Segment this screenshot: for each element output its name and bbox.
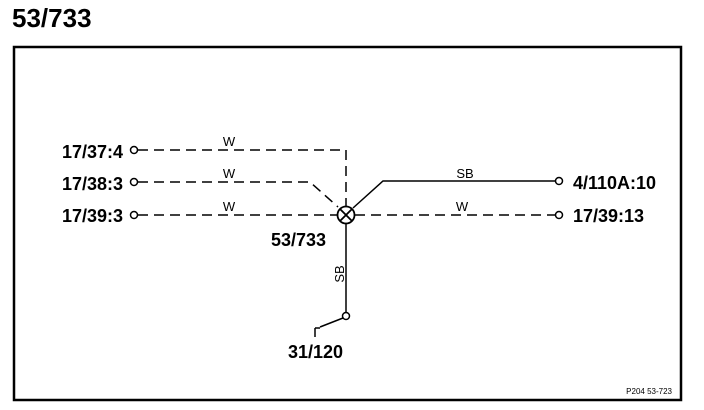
- terminal-label-ground: 31/120: [288, 342, 343, 362]
- wire-color-label-4: SB: [456, 166, 473, 181]
- wire-color-label-5: W: [456, 199, 469, 214]
- terminal-label-17-39-3: 17/39:3: [62, 206, 123, 226]
- terminal-17-39-13: [554, 210, 564, 220]
- reference-code: P204 53-723: [626, 387, 672, 396]
- terminal-17-38-3: [129, 177, 139, 187]
- terminal-ground: [341, 311, 351, 321]
- wire-color-label-6: SB: [332, 265, 347, 282]
- splice-label: 53/733: [271, 230, 326, 250]
- wire-color-label-1: W: [223, 134, 236, 149]
- terminal-label-17-38-3: 17/38:3: [62, 174, 123, 194]
- terminal-label-17-39-13: 17/39:13: [573, 206, 644, 226]
- terminal-17-39-3: [129, 210, 139, 220]
- terminal-label-4-110a-10: 4/110A:10: [573, 173, 656, 193]
- wire-color-label-3: W: [223, 199, 236, 214]
- page-title: 53/733: [12, 3, 92, 33]
- ground-switch-icon: [314, 317, 344, 337]
- terminal-4-110a-10: [554, 176, 564, 186]
- diagram-frame: [12, 45, 683, 402]
- wire-4-110a-10: [352, 180, 555, 209]
- wire-17-37-4: [138, 149, 347, 213]
- terminal-label-17-37-4: 17/37:4: [62, 142, 123, 162]
- splice-icon: [336, 205, 356, 225]
- wire-color-label-2: W: [223, 166, 236, 181]
- wire-17-38-3: [138, 181, 339, 208]
- terminal-17-37-4: [129, 145, 139, 155]
